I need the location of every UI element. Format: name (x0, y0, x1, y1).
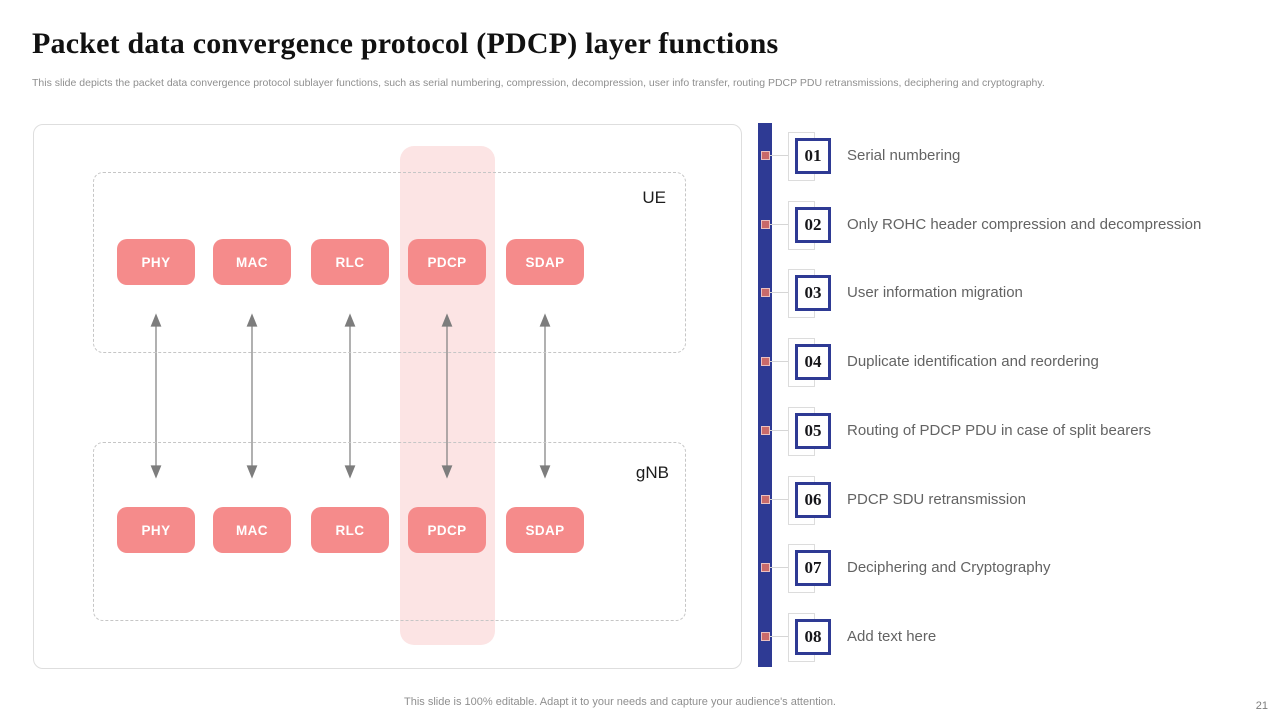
gnb-layer-sdap: SDAP (506, 507, 584, 553)
timeline-marker-icon (761, 357, 770, 366)
function-number: 07 (795, 550, 831, 586)
ue-layer-pdcp: PDCP (408, 239, 486, 285)
function-item-03: 03 User information migration (758, 269, 1248, 318)
function-number: 06 (795, 482, 831, 518)
connector-line (770, 636, 795, 637)
ue-group-box (93, 172, 686, 353)
ue-group-label: UE (642, 188, 666, 207)
ue-layer-mac: MAC (213, 239, 291, 285)
protocol-stack-diagram: UE PHY MAC RLC PDCP SDAP gNB PHY MAC RLC… (33, 124, 742, 669)
function-number: 02 (795, 207, 831, 243)
function-item-08: 08 Add text here (758, 613, 1248, 662)
gnb-group-label: gNB (635, 463, 669, 482)
function-item-05: 05 Routing of PDCP PDU in case of split … (758, 407, 1248, 456)
gnb-layer-pdcp: PDCP (408, 507, 486, 553)
gnb-layer-rlc: RLC (311, 507, 389, 553)
page-number: 21 (1255, 700, 1268, 712)
layer-link-arrows (150, 313, 551, 479)
function-number: 04 (795, 344, 831, 380)
function-label: Add text here (847, 628, 937, 645)
slide-subtitle: This slide depicts the packet data conve… (32, 77, 1045, 89)
ue-layer-phy: PHY (117, 239, 195, 285)
connector-line (770, 155, 795, 156)
gnb-layer-mac: MAC (213, 507, 291, 553)
timeline-marker-icon (761, 151, 770, 160)
function-label: Deciphering and Cryptography (847, 559, 1051, 576)
function-label: Duplicate identification and reordering (847, 353, 1099, 370)
function-item-01: 01 Serial numbering (758, 132, 1248, 181)
timeline-bar (758, 123, 772, 667)
timeline-marker-icon (761, 563, 770, 572)
function-item-06: 06 PDCP SDU retransmission (758, 476, 1248, 525)
function-number: 01 (795, 138, 831, 174)
page-title: Packet data convergence protocol (PDCP) … (32, 27, 779, 60)
function-label: PDCP SDU retransmission (847, 491, 1026, 508)
footer-note: This slide is 100% editable. Adapt it to… (404, 696, 836, 708)
function-label: Routing of PDCP PDU in case of split bea… (847, 422, 1152, 439)
function-label: Serial numbering (847, 147, 961, 164)
function-number: 08 (795, 619, 831, 655)
connector-line (770, 224, 795, 225)
timeline-marker-icon (761, 288, 770, 297)
connector-line (770, 361, 795, 362)
timeline-marker-icon (761, 495, 770, 504)
timeline-marker-icon (761, 426, 770, 435)
connector-line (770, 567, 795, 568)
function-label: User information migration (847, 284, 1023, 301)
function-number: 05 (795, 413, 831, 449)
function-item-04: 04 Duplicate identification and reorderi… (758, 338, 1248, 387)
gnb-group-box (93, 442, 686, 621)
timeline-marker-icon (761, 220, 770, 229)
function-item-07: 07 Deciphering and Cryptography (758, 544, 1248, 593)
connector-line (770, 292, 795, 293)
ue-layer-rlc: RLC (311, 239, 389, 285)
ue-layer-sdap: SDAP (506, 239, 584, 285)
timeline-marker-icon (761, 632, 770, 641)
function-label: Only ROHC header compression and decompr… (847, 216, 1202, 233)
connector-line (770, 430, 795, 431)
function-number: 03 (795, 275, 831, 311)
gnb-layer-phy: PHY (117, 507, 195, 553)
function-item-02: 02 Only ROHC header compression and deco… (758, 201, 1248, 250)
connector-line (770, 499, 795, 500)
